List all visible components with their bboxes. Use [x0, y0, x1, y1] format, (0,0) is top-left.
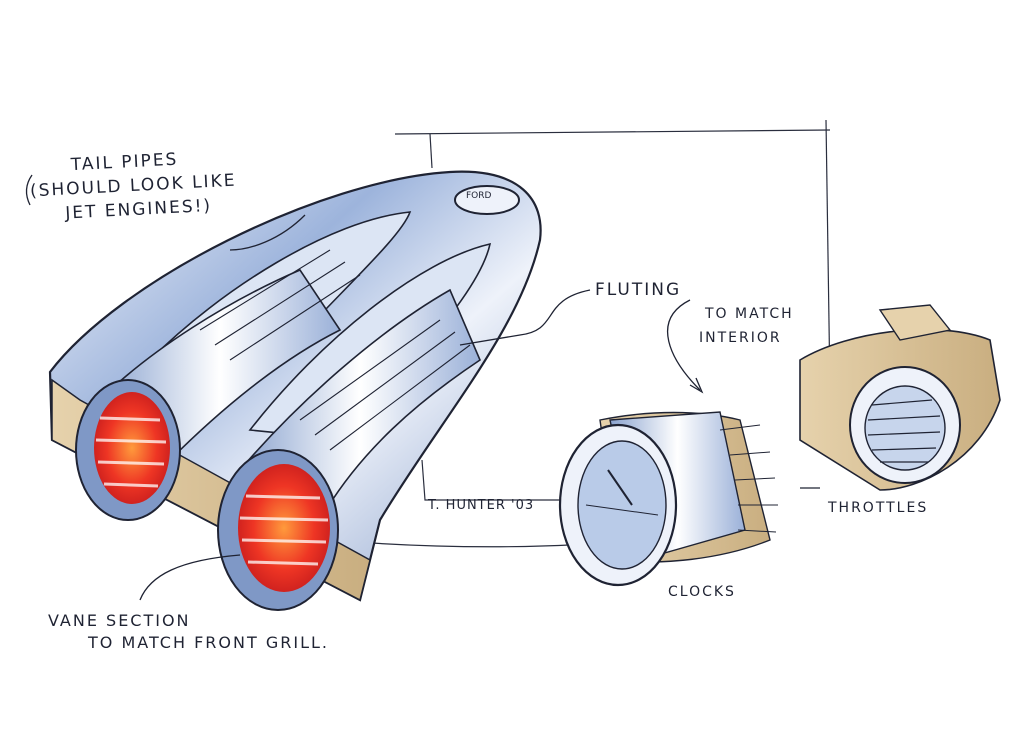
upper-nozzle — [75, 379, 181, 521]
clock-sketch — [558, 411, 778, 587]
fluting-note: FLUTING TO MATCH INTERIOR — [595, 280, 794, 346]
tail-pipe-housing — [48, 170, 542, 602]
leader-lines — [25, 174, 820, 601]
tail-pipes-note: TAIL PIPES (SHOULD LOOK LIKE JET ENGINES… — [29, 149, 237, 224]
artist-signature: T. HUNTER '03 — [428, 498, 535, 513]
ford-badge-text: FORD — [466, 191, 492, 201]
throttle-sketch — [799, 304, 1001, 491]
throttles-label: THROTTLES — [828, 500, 929, 516]
vane-section-note: VANE SECTION TO MATCH FRONT GRILL. — [48, 611, 329, 652]
lower-nozzle — [217, 449, 339, 611]
clocks-label: CLOCKS — [668, 584, 736, 600]
